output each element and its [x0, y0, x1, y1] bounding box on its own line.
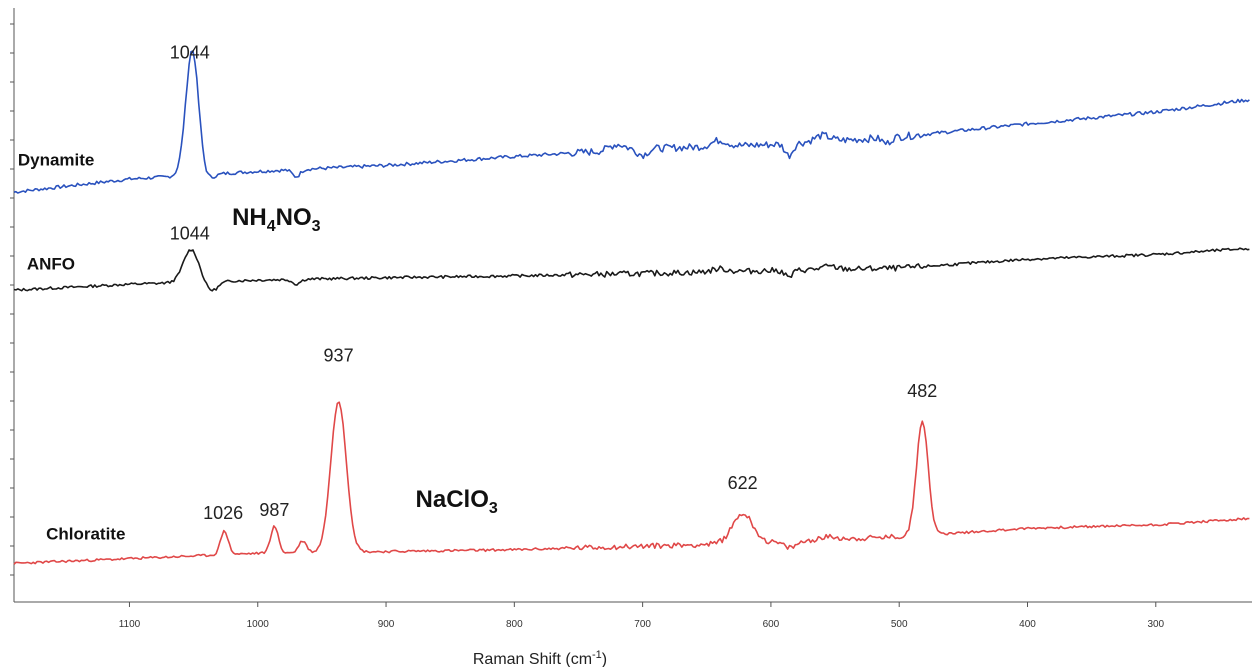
x-tick-label: 700 [634, 619, 651, 630]
x-tick-label: 600 [763, 619, 780, 630]
peak-label: 1044 [170, 42, 210, 62]
series-line-chloratite [13, 401, 1250, 565]
peak-label: 987 [259, 500, 289, 520]
peak-label: 1026 [203, 503, 243, 523]
compound-label: NH4NO3 [232, 204, 321, 235]
axes: 1100 1000 900 800 700 600 500 400 300 [10, 8, 1252, 630]
x-tick-label: 900 [378, 619, 395, 630]
x-tick-label: 500 [891, 619, 908, 630]
x-axis-title: Raman Shift (cm-1) [473, 649, 607, 667]
series-line-anfo [13, 247, 1250, 292]
peak-label: 482 [907, 381, 937, 401]
y-axis-ticks [10, 23, 14, 576]
peak-label: 1044 [170, 224, 210, 244]
peak-label: 937 [324, 345, 354, 365]
series-line-dynamite [13, 50, 1250, 194]
x-tick-label: 800 [506, 619, 523, 630]
x-tick-label: 1100 [119, 619, 141, 630]
series-label: Chloratite [46, 525, 125, 544]
peak-label: 622 [728, 473, 758, 493]
series-layer [13, 50, 1250, 565]
x-axis-ticks: 1100 1000 900 800 700 600 500 400 300 [119, 602, 1165, 630]
x-tick-label: 1000 [247, 619, 270, 630]
compound-label: NaClO3 [416, 486, 498, 517]
series-label: Dynamite [18, 150, 95, 169]
x-tick-label: 400 [1019, 619, 1036, 630]
series-label: ANFO [27, 254, 75, 273]
x-tick-label: 300 [1147, 619, 1164, 630]
